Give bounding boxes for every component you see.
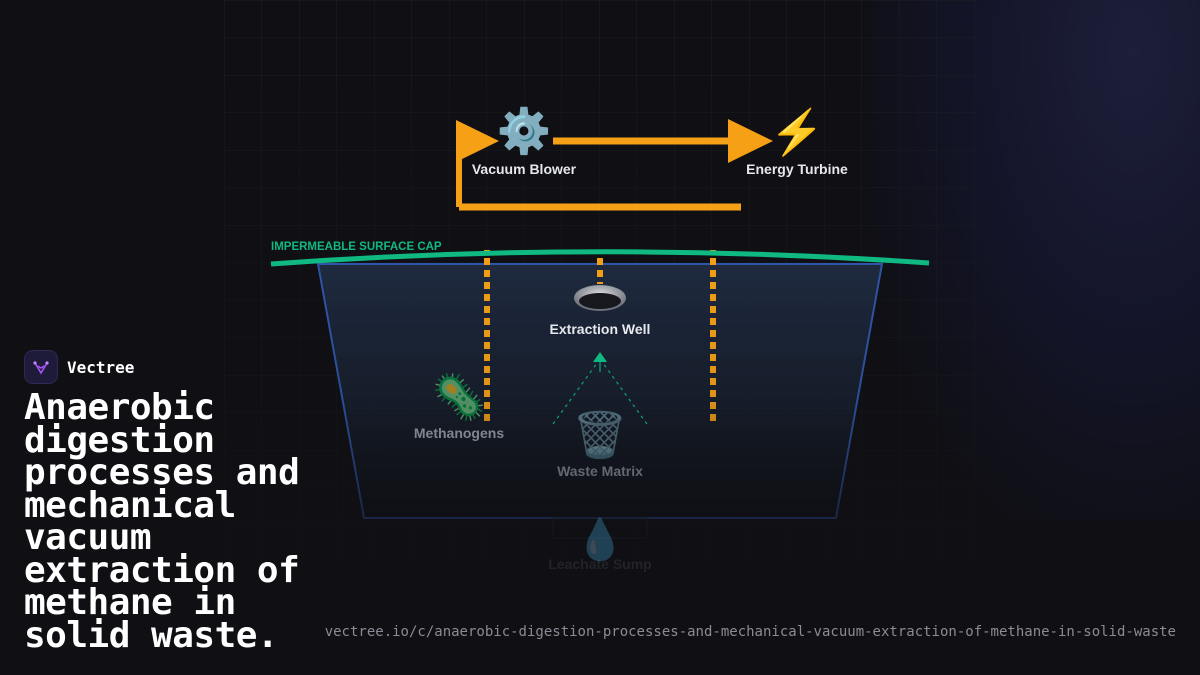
vacuum-blower-label: Vacuum Blower: [472, 161, 577, 177]
arrow-into-turbine-icon: [728, 119, 773, 163]
pipe-network: [456, 137, 741, 424]
surface-cap-line: [270, 249, 930, 267]
lightning-icon: ⚡: [770, 107, 825, 158]
extraction-well-hole-icon: [574, 285, 626, 311]
surface-cap-label: IMPERMEABLE SURFACE CAP: [271, 241, 442, 253]
trash-icon: 🗑️: [573, 410, 628, 460]
vectree-logo-icon: [24, 350, 58, 384]
energy-turbine-label: Energy Turbine: [746, 161, 848, 177]
landfill-pit: [316, 263, 884, 539]
methanogens-label: Methanogens: [414, 425, 504, 441]
arrow-into-blower-icon: [456, 120, 499, 162]
gas-flow-arrow-icon: [593, 352, 607, 362]
page-title: Anaerobic digestion processes and mechan…: [24, 387, 300, 656]
droplet-icon: 💧: [575, 516, 625, 562]
brand-name: Vectree: [67, 357, 135, 377]
page-url[interactable]: vectree.io/c/anaerobic-digestion-process…: [324, 624, 1176, 640]
gear-icon: ⚙️: [497, 106, 552, 156]
leachate-sump-label: Leachate Sump: [548, 556, 651, 572]
microbe-icon: 🦠: [432, 372, 487, 422]
extraction-well-label: Extraction Well: [550, 321, 651, 337]
leachate-sump-box: [552, 517, 648, 539]
brand[interactable]: Vectree: [24, 350, 134, 384]
waste-matrix-label: Waste Matrix: [557, 463, 643, 479]
